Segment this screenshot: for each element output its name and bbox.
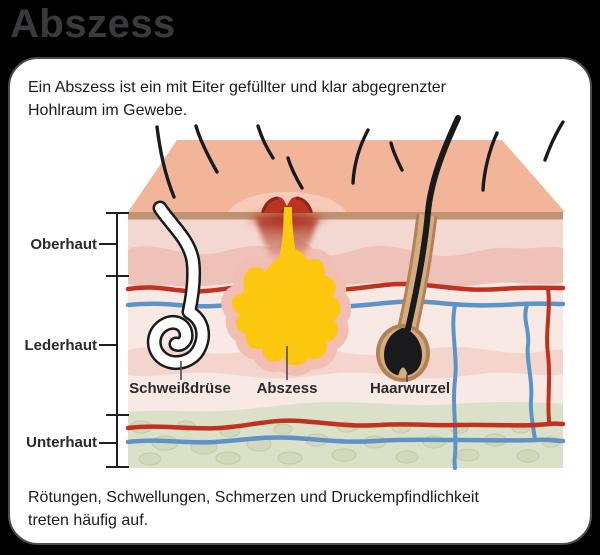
inflamed-bump — [228, 192, 346, 212]
veins — [125, 299, 566, 470]
bulb-papilla — [398, 367, 408, 376]
label-abszess: Abszess — [257, 380, 318, 397]
hair-shaft — [404, 115, 461, 336]
abscess — [221, 196, 351, 376]
hair-follicle — [376, 115, 461, 382]
pus-pocket — [231, 249, 341, 366]
hair-bulb — [384, 328, 422, 376]
label-oberhaut: Oberhaut — [30, 236, 97, 253]
pointer-lines — [180, 346, 408, 382]
label-unterhaut: Unterhaut — [26, 434, 97, 451]
layer-bracket — [99, 212, 129, 468]
hairs — [155, 120, 565, 199]
label-haarwurzel: Haarwurzel — [370, 380, 450, 397]
crater-shadow-right — [295, 196, 313, 213]
skin-surface — [128, 140, 565, 220]
pus-neck — [278, 207, 298, 262]
footer-text: Rötungen, Schwellungen, Schmerzen und Dr… — [28, 489, 479, 529]
subcutis-layer — [128, 401, 563, 468]
label-lederhaut: Lederhaut — [24, 337, 97, 354]
arteries — [125, 281, 566, 431]
label-schweissdruese: Schweißdrüse — [129, 380, 231, 397]
skin-surface-edge — [128, 212, 563, 220]
pus — [231, 207, 341, 366]
crater — [261, 197, 313, 213]
crater-shadow-left — [261, 196, 279, 213]
page-title: Abszess — [10, 2, 176, 46]
blood-vessels — [125, 281, 566, 470]
sweat-gland — [146, 200, 211, 371]
description-text: Ein Abszess ist ein mit Eiter gefüllter … — [28, 79, 446, 119]
